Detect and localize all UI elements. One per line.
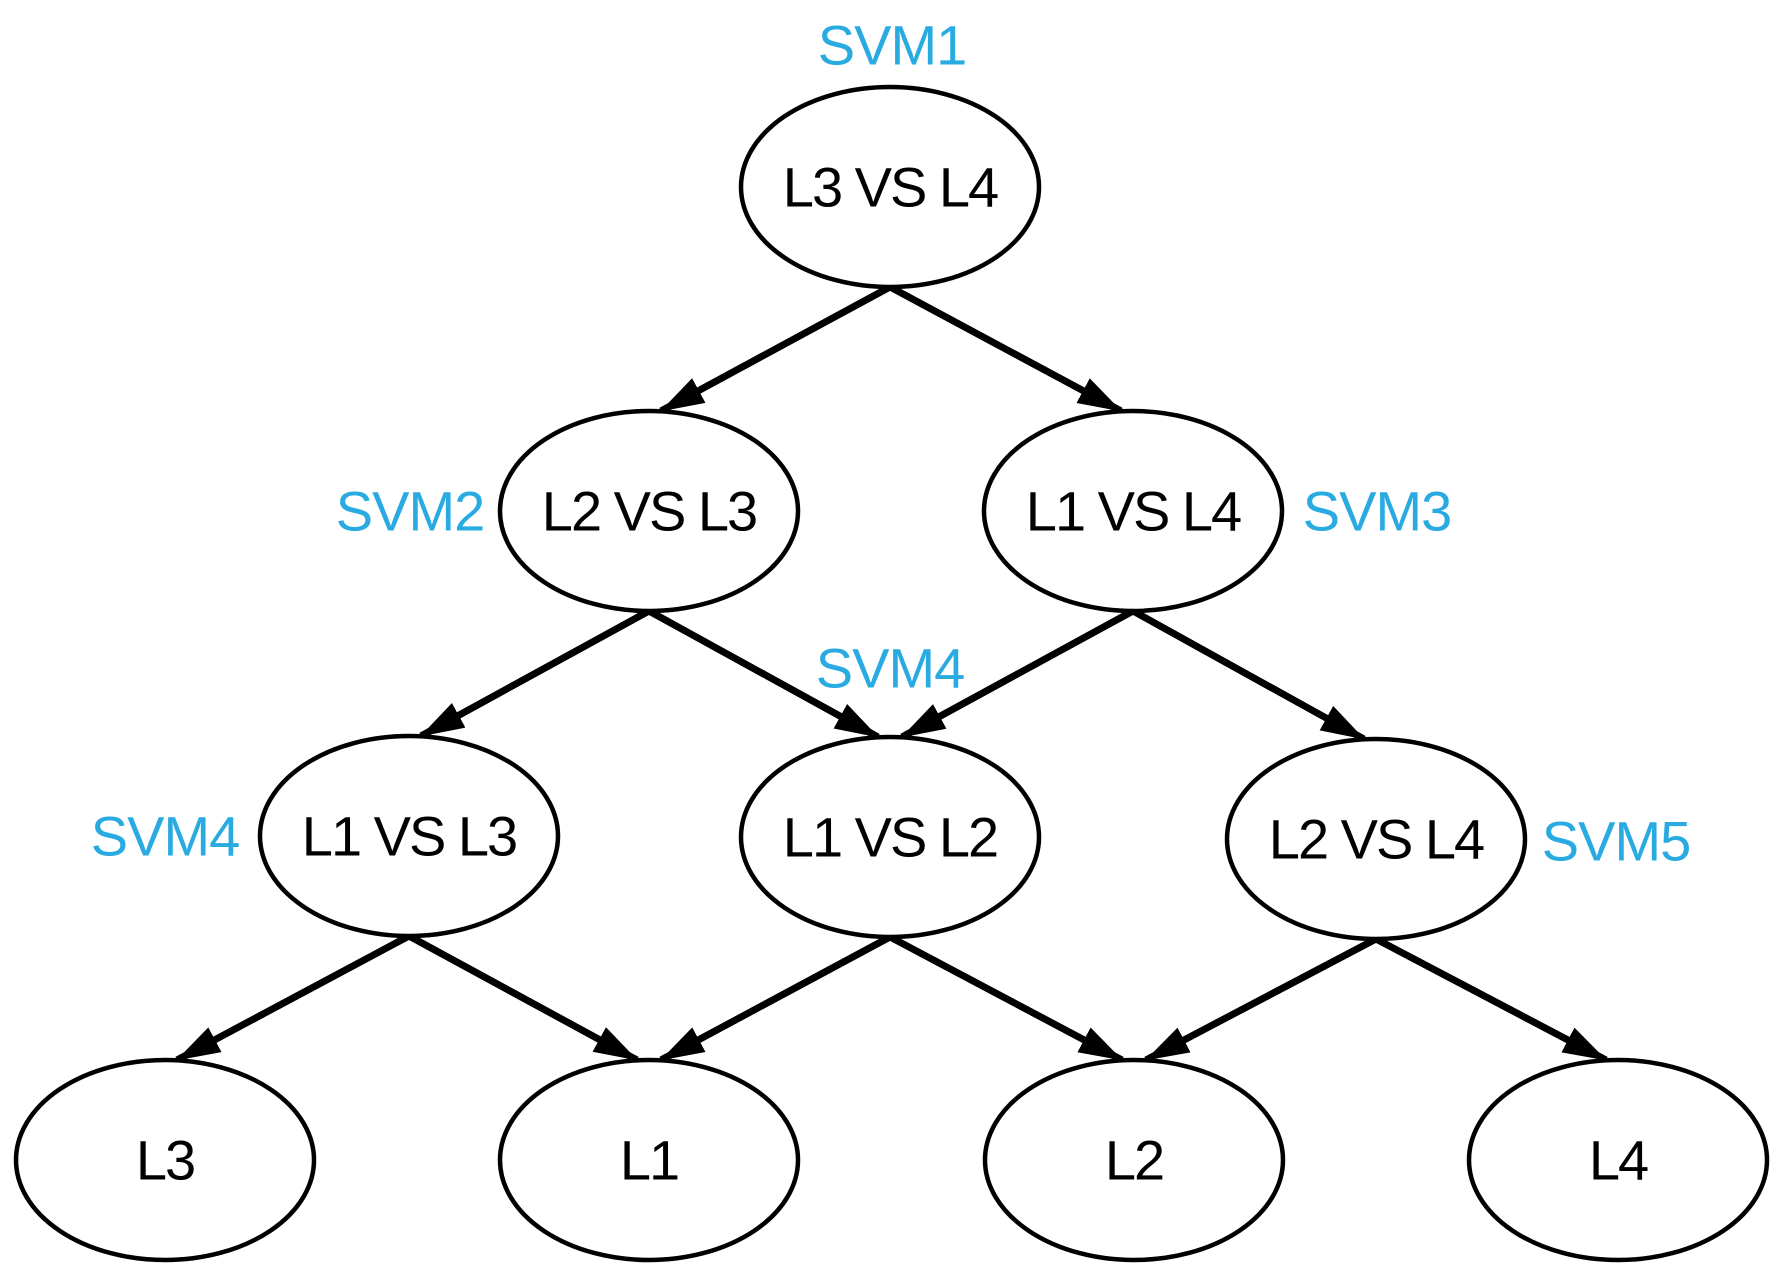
node-label-leaf-l2: L2 (1105, 1129, 1163, 1192)
classifier-label-svm3-2: SVM3 (1303, 480, 1452, 543)
node-l2-vs-l3: L2 VS L3 (497, 408, 801, 614)
node-l2-vs-l4: L2 VS L4 (1224, 736, 1528, 942)
node-leaf-l2: L2 (982, 1057, 1286, 1263)
nodes-layer: L3 VS L4 L2 VS L3 L1 VS L4 L1 VS L3 L1 VS L2… (13, 84, 1770, 1263)
classifier-label-svm5-5: SVM5 (1542, 810, 1691, 873)
node-ellipse-l1-vs-l2 (738, 734, 1042, 940)
node-label-leaf-l4: L4 (1589, 1129, 1648, 1192)
node-label-l1-vs-l2: L1 VS L2 (783, 806, 997, 869)
node-label-leaf-l3: L3 (136, 1129, 194, 1192)
node-l1-vs-l4: L1 VS L4 (981, 408, 1285, 614)
node-ellipse-leaf-l3 (13, 1057, 317, 1263)
node-leaf-l1: L1 (497, 1057, 801, 1263)
node-l1-vs-l2: L1 VS L2 (738, 734, 1042, 940)
edge-l2-vs-l3-to-l1-vs-l2 (647, 607, 880, 741)
node-leaf-l3: L3 (13, 1057, 317, 1263)
node-label-l1-vs-l3: L1 VS L3 (302, 805, 516, 868)
node-ellipse-leaf-l2 (982, 1057, 1286, 1263)
node-label-l2-vs-l3: L2 VS L3 (542, 480, 756, 543)
edge-l2-vs-l3-to-l1-vs-l3 (419, 607, 651, 740)
node-label-leaf-l1: L1 (620, 1129, 678, 1192)
node-ellipse-l1-vs-l3 (257, 733, 561, 939)
edge-l1-vs-l4-to-l2-vs-l4 (1131, 607, 1366, 743)
node-ellipse-l2-vs-l4 (1224, 736, 1528, 942)
classifier-label-svm2-1: SVM2 (336, 480, 485, 543)
edge-l1-vs-l2-to-leaf-l1 (659, 933, 892, 1064)
edge-l3-vs-l4-to-l2-vs-l3 (659, 283, 892, 415)
node-ellipse-l3-vs-l4 (738, 84, 1042, 290)
edge-l2-vs-l4-to-leaf-l2 (1144, 935, 1378, 1064)
edge-l1-vs-l2-to-leaf-l2 (888, 933, 1124, 1064)
node-l3-vs-l4: L3 VS L4 (738, 84, 1042, 290)
classifier-label-svm1-0: SVM1 (818, 14, 967, 77)
node-ellipse-l2-vs-l3 (497, 408, 801, 614)
edge-l3-vs-l4-to-l1-vs-l4 (888, 283, 1123, 415)
node-leaf-l4: L4 (1466, 1057, 1770, 1263)
classifier-label-svm4-4: SVM4 (816, 637, 965, 700)
edge-l2-vs-l4-to-leaf-l4 (1374, 935, 1608, 1064)
classifier-label-svm4-3: SVM4 (91, 805, 240, 868)
node-label-l2-vs-l4: L2 VS L4 (1269, 808, 1484, 871)
node-l1-vs-l3: L1 VS L3 (257, 733, 561, 939)
node-label-l3-vs-l4: L3 VS L4 (783, 156, 998, 219)
node-ellipse-leaf-l1 (497, 1057, 801, 1263)
node-ellipse-l1-vs-l4 (981, 408, 1285, 614)
edge-l1-vs-l3-to-leaf-l3 (175, 932, 411, 1064)
edge-l1-vs-l3-to-leaf-l1 (407, 932, 639, 1064)
node-ellipse-leaf-l4 (1466, 1057, 1770, 1263)
edge-l1-vs-l4-to-l1-vs-l2 (900, 607, 1135, 741)
edges-layer (175, 283, 1608, 1064)
node-label-l1-vs-l4: L1 VS L4 (1026, 480, 1241, 543)
